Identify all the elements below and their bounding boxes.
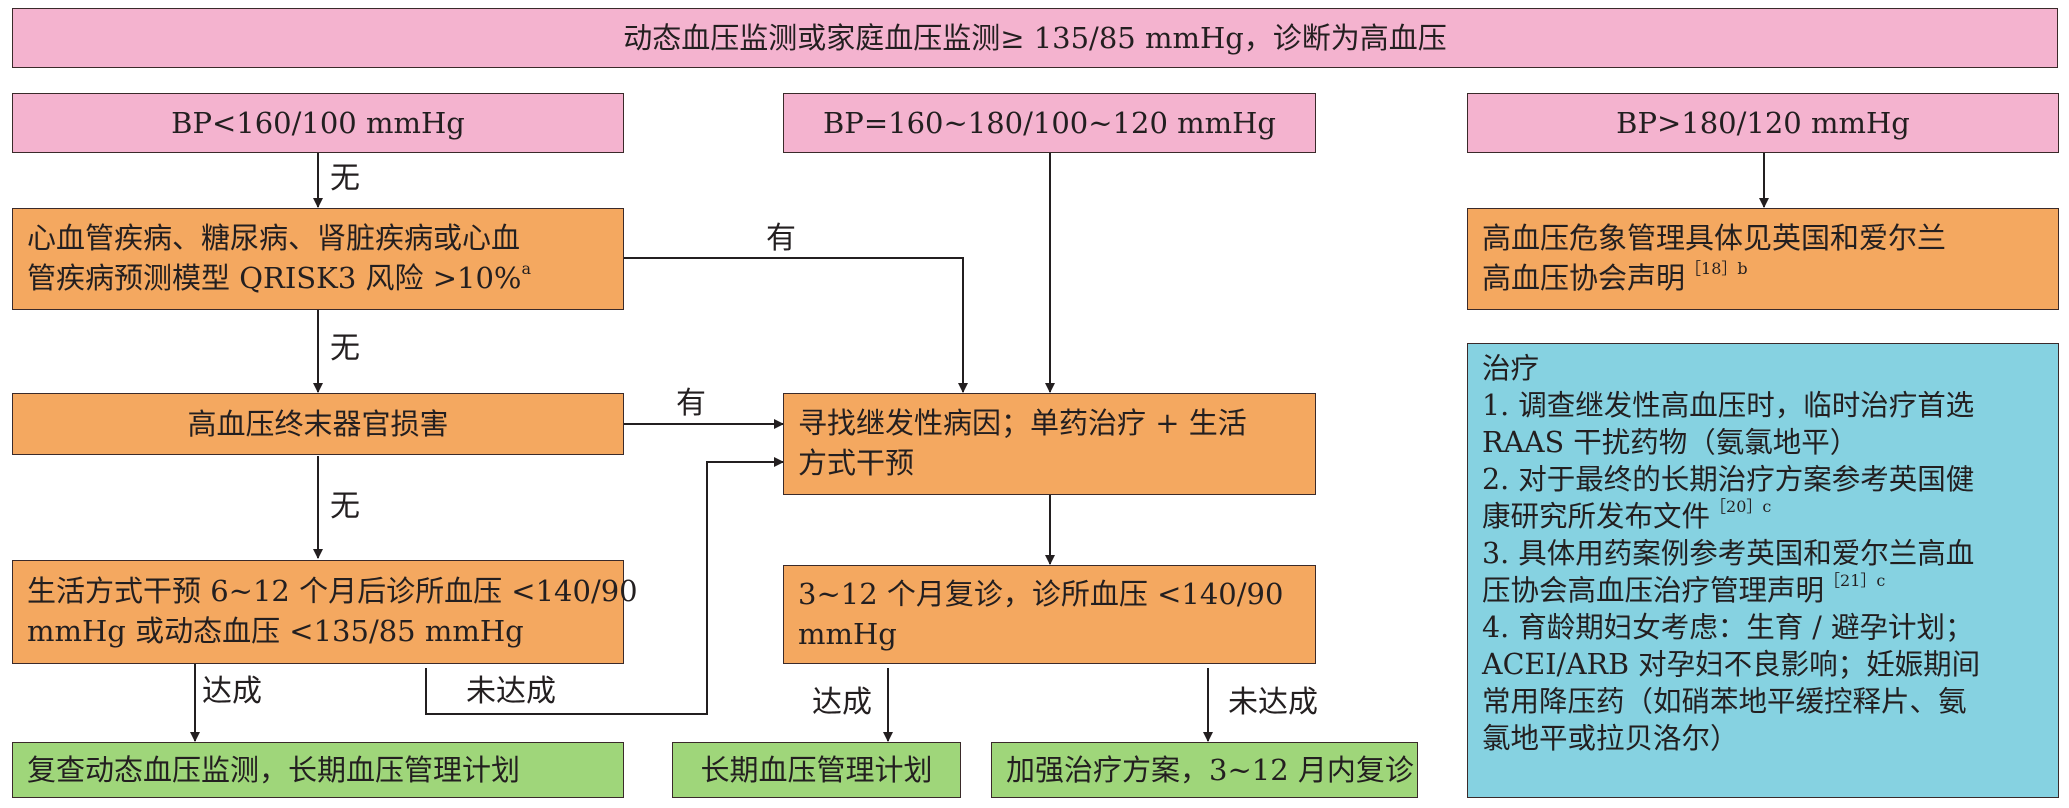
diagnosis-banner: 动态血压监测或家庭血压监测≥ 135/85 mmHg，诊断为高血压: [12, 8, 2058, 68]
edge-label-not-achieved-2: 未达成: [1228, 685, 1318, 720]
edge-label-no-1: 无: [330, 161, 360, 196]
crisis-footnote: ［18］b: [1685, 259, 1748, 278]
treatment-footnote-21: ［21］c: [1824, 571, 1886, 590]
outcome-intensify-box: 加强治疗方案，3~12 月内复诊: [991, 742, 1418, 798]
treatment-footnote-20: ［20］c: [1710, 497, 1772, 516]
treatment-line-1: 1. 调查继发性高血压时，临时治疗首选: [1482, 389, 1975, 422]
treatment-line-8: ACEI/ARB 对孕妇不良影响；妊娠期间: [1482, 648, 1981, 681]
followup-line1: 3~12 个月复诊，诊所血压 <140/90: [798, 577, 1284, 611]
edge-label-not-achieved-1: 未达成: [466, 674, 556, 709]
treatment-line-4: 康研究所发布文件: [1482, 500, 1711, 533]
treatment-line-5: 3. 具体用药案例参考英国和爱尔兰高血: [1482, 537, 1975, 570]
organ-damage-box: 高血压终末器官损害: [12, 393, 624, 455]
treatment-line-9: 常用降压药（如硝苯地平缓控释片、氨: [1482, 685, 1967, 718]
outcome-recheck-box: 复查动态血压监测，长期血压管理计划: [12, 742, 624, 798]
risk-box-footnote: a: [521, 259, 532, 278]
treatment-title: 治疗: [1482, 352, 1540, 385]
arrow-lifestyle-not-achieved: [425, 457, 784, 715]
diagnosis-banner-text: 动态血压监测或家庭血压监测≥ 135/85 mmHg，诊断为高血压: [623, 21, 1447, 55]
branch-mid-bp: BP=160~180/100~120 mmHg: [783, 93, 1316, 153]
outcome-longterm-text: 长期血压管理计划: [700, 753, 933, 787]
treatment-line-6: 压协会高血压治疗管理声明: [1482, 574, 1825, 607]
treatment-line-10: 氯地平或拉贝洛尔）: [1482, 722, 1739, 755]
lifestyle-line1: 生活方式干预 6~12 个月后诊所血压 <140/90: [27, 574, 638, 608]
secondary-line1: 寻找继发性病因；单药治疗 + 生活: [798, 406, 1247, 440]
secondary-line2: 方式干预: [798, 446, 915, 480]
arrow-risk-yes: [623, 257, 968, 393]
edge-label-achieved-2: 达成: [812, 685, 872, 720]
edge-label-yes-2: 有: [676, 386, 706, 421]
risk-box-line2: 管疾病预测模型 QRISK3 风险 >10%: [27, 261, 522, 295]
treatment-line-7: 4. 育龄期妇女考虑：生育 / 避孕计划；: [1482, 611, 1974, 644]
crisis-line2: 高血压协会声明: [1482, 261, 1686, 295]
risk-box-line1: 心血管疾病、糖尿病、肾脏疾病或心血: [27, 221, 521, 255]
edge-label-no-2: 无: [330, 331, 360, 366]
followup-line2: mmHg: [798, 617, 897, 651]
edge-label-no-3: 无: [330, 489, 360, 524]
followup-box: 3~12 个月复诊，诊所血压 <140/90 mmHg: [783, 565, 1316, 664]
branch-high-bp: BP>180/120 mmHg: [1467, 93, 2059, 153]
outcome-recheck-text: 复查动态血压监测，长期血压管理计划: [27, 753, 521, 787]
organ-damage-text: 高血压终末器官损害: [187, 407, 449, 441]
outcome-intensify-text: 加强治疗方案，3~12 月内复诊: [1006, 753, 1414, 787]
crisis-line1: 高血压危象管理具体见英国和爱尔兰: [1482, 221, 1947, 255]
crisis-box: 高血压危象管理具体见英国和爱尔兰 高血压协会声明［18］b: [1467, 208, 2059, 310]
branch-mid-bp-text: BP=160~180/100~120 mmHg: [823, 106, 1276, 140]
edge-label-achieved-1: 达成: [202, 674, 262, 709]
branch-low-bp-text: BP<160/100 mmHg: [171, 106, 465, 140]
lifestyle-box: 生活方式干预 6~12 个月后诊所血压 <140/90 mmHg 或动态血压 <…: [12, 560, 638, 664]
outcome-longterm-box: 长期血压管理计划: [672, 742, 961, 798]
edge-label-yes-1: 有: [766, 221, 796, 256]
treatment-box: 治疗 1. 调查继发性高血压时，临时治疗首选 RAAS 干扰药物（氨氯地平） 2…: [1467, 343, 2059, 798]
lifestyle-line2: mmHg 或动态血压 <135/85 mmHg: [27, 614, 524, 648]
treatment-line-3: 2. 对于最终的长期治疗方案参考英国健: [1482, 463, 1975, 496]
treatment-line-2: RAAS 干扰药物（氨氯地平）: [1482, 426, 1859, 459]
secondary-cause-box: 寻找继发性病因；单药治疗 + 生活 方式干预: [783, 393, 1316, 495]
branch-low-bp: BP<160/100 mmHg: [12, 93, 624, 153]
branch-high-bp-text: BP>180/120 mmHg: [1616, 106, 1910, 140]
risk-box: 心血管疾病、糖尿病、肾脏疾病或心血 管疾病预测模型 QRISK3 风险 >10%…: [12, 208, 624, 310]
